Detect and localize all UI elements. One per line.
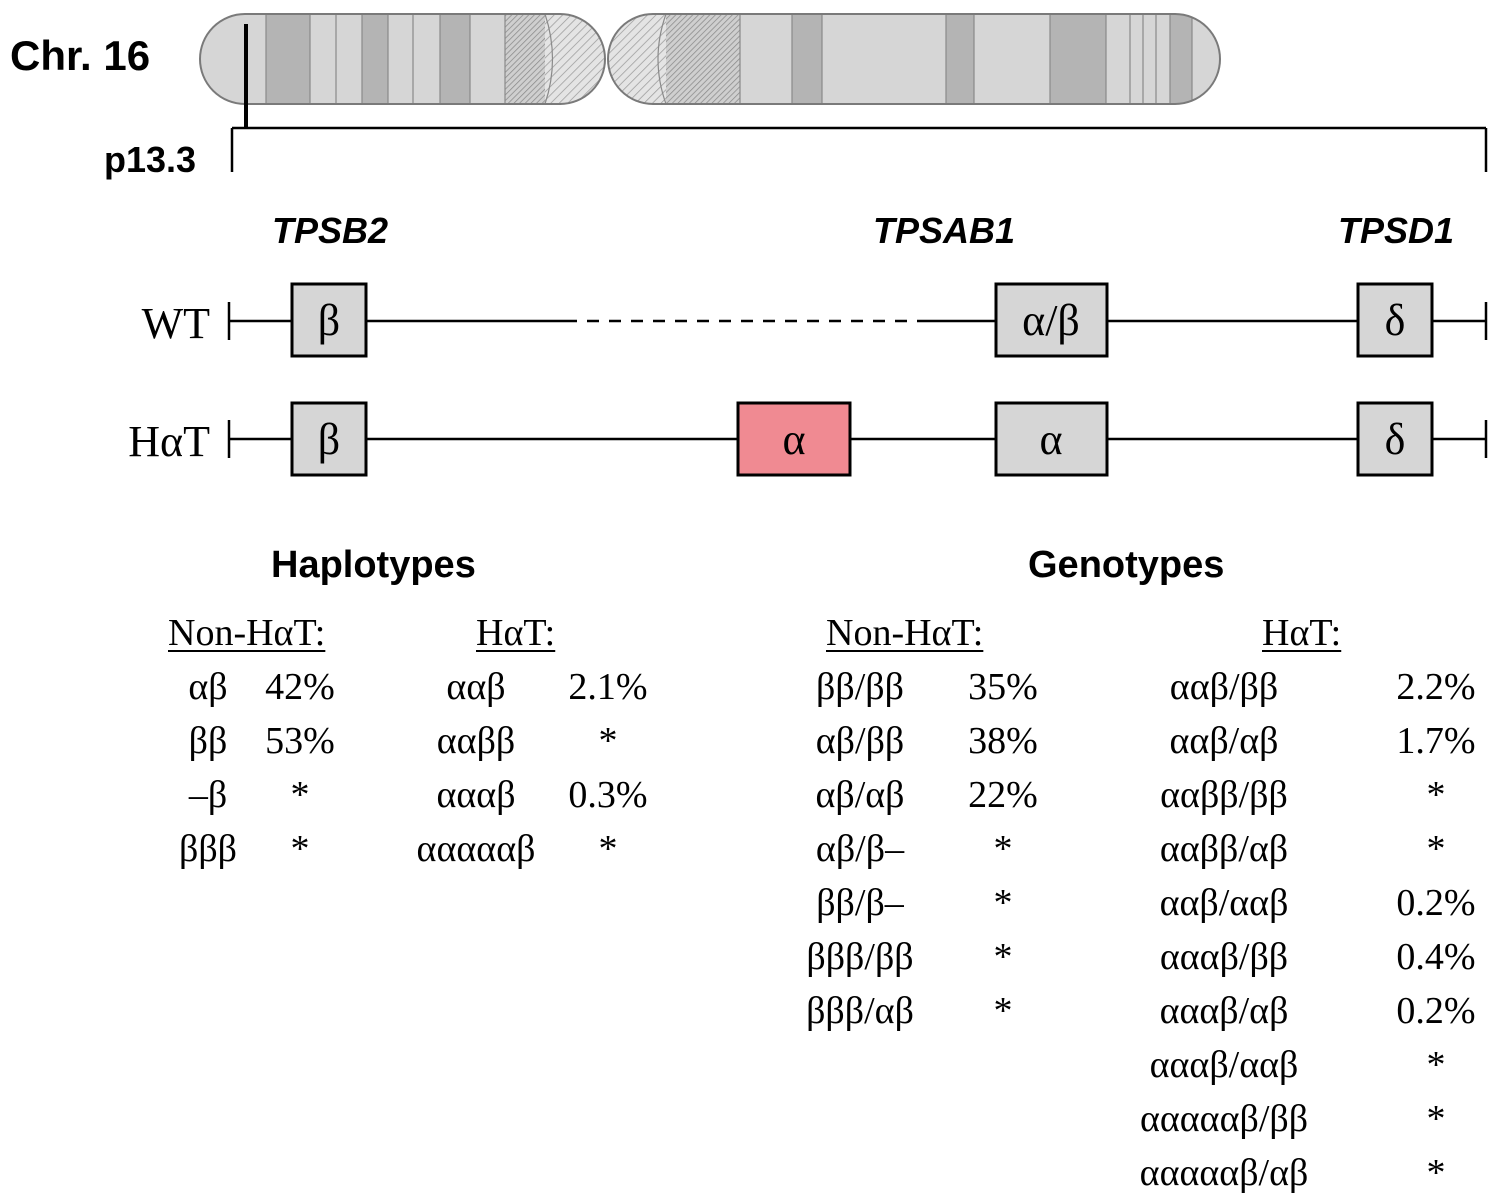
- genotype-hat-value: 2.2%: [1396, 666, 1476, 708]
- haplotypes-title: Haplotypes: [271, 544, 476, 586]
- haplotype-hat-name: ααββ: [436, 720, 516, 762]
- haplotypes-hat-header: HαT:: [476, 612, 556, 654]
- genotype-hat-name: αααβ/ααβ: [1149, 1044, 1299, 1086]
- hat-gene-box-tpsb2: [290, 401, 368, 477]
- hat-gene-box-tpsd1: [1356, 401, 1434, 477]
- genotype-hat-value: *: [1426, 1044, 1446, 1086]
- genotypes-title: Genotypes: [1028, 544, 1225, 586]
- genotype-hat-value: 0.2%: [1396, 990, 1476, 1032]
- haplotypes-non-hat-header: Non-HαT:: [168, 612, 326, 654]
- haplotype-hat-value: 2.1%: [568, 666, 648, 708]
- genotype-non-hat-value: *: [993, 936, 1013, 978]
- genotype-hat-name: ααβ/ααβ: [1159, 882, 1289, 924]
- chromosome-q-arm: [608, 14, 1220, 104]
- genotype-non-hat-name: βββ/ββ: [806, 936, 914, 978]
- wt-gene-box-tpsb2: [290, 282, 368, 358]
- genotype-non-hat-value: 35%: [968, 666, 1038, 708]
- genotype-non-hat-name: ββ/ββ: [816, 666, 904, 708]
- haplotype-hat-name: αααααβ: [416, 828, 536, 870]
- wt-gene-box-tpsd1: [1356, 282, 1434, 358]
- gene-label-tpsab1: TPSAB1: [873, 210, 1015, 251]
- genotype-non-hat-name: αβ/β–: [815, 828, 905, 870]
- genotype-hat-value: 0.2%: [1396, 882, 1476, 924]
- wt-gene-box-tpsab1-label: α/β: [1022, 296, 1080, 345]
- genotype-hat-name: αααααβ/ββ: [1139, 1098, 1309, 1140]
- genotype-hat-name: ααββ/ββ: [1160, 774, 1288, 816]
- haplotype-hat-value: *: [598, 720, 618, 762]
- haplotype-non-hat-value: *: [290, 774, 310, 816]
- hat-gene-box-tpsab1-label: α: [1039, 415, 1062, 464]
- haplotype-non-hat-name: –β: [188, 774, 228, 816]
- genotype-non-hat-value: *: [993, 828, 1013, 870]
- haplotype-non-hat-name: ββ: [188, 720, 228, 762]
- genotype-non-hat-value: 38%: [968, 720, 1038, 762]
- genotype-hat-value: *: [1426, 1098, 1446, 1140]
- haplotype-non-hat-value: 42%: [265, 666, 335, 708]
- genotype-hat-value: 1.7%: [1396, 720, 1476, 762]
- wt-label: WT: [142, 299, 211, 348]
- genotype-non-hat-name: ββ/β–: [816, 882, 904, 924]
- genotype-hat-name: ααβ/αβ: [1169, 720, 1279, 762]
- haplotype-hat-name: ααβ: [446, 666, 506, 708]
- chromosome-p-arm: [200, 14, 605, 104]
- hat-allele-track: HαT β α α δ: [128, 401, 1488, 477]
- band-label: p13.3: [104, 139, 196, 180]
- genotype-non-hat-value: *: [993, 882, 1013, 924]
- genotype-hat-name: αααααβ/αβ: [1139, 1152, 1309, 1194]
- genotype-non-hat-name: βββ/αβ: [806, 990, 914, 1032]
- genotype-hat-name: αααβ/ββ: [1159, 936, 1289, 978]
- gene-locus-diagram: Chr. 16: [10, 13, 1488, 477]
- hat-duplicated-alpha-label: α: [782, 415, 805, 464]
- haplotype-non-hat-value: 53%: [265, 720, 335, 762]
- genotype-hat-name: ααββ/αβ: [1159, 828, 1289, 870]
- haplotype-hat-value: 0.3%: [568, 774, 648, 816]
- genotype-hat-value: *: [1426, 774, 1446, 816]
- band-bracket: [230, 24, 1488, 172]
- genotypes-hat-header: HαT:: [1262, 612, 1342, 654]
- wt-gene-box-tpsd1-label: δ: [1385, 296, 1406, 345]
- haplotype-non-hat-name: βββ: [178, 828, 238, 870]
- genotype-hat-name: αααβ/αβ: [1159, 990, 1289, 1032]
- wt-allele-track: WT β α/β δ: [142, 282, 1488, 358]
- gene-label-tpsb2: TPSB2: [272, 210, 388, 251]
- wt-gene-box-tpsb2-label: β: [318, 296, 340, 345]
- gene-label-tpsd1: TPSD1: [1338, 210, 1454, 251]
- haplotype-hat-name: αααβ: [436, 774, 516, 816]
- genotype-non-hat-name: αβ/αβ: [815, 774, 905, 816]
- haplotype-non-hat-value: *: [290, 828, 310, 870]
- genotype-hat-value: *: [1426, 828, 1446, 870]
- hat-gene-box-tpsab1: [994, 401, 1109, 477]
- hat-gene-box-tpsd1-label: δ: [1385, 415, 1406, 464]
- genotype-non-hat-value: 22%: [968, 774, 1038, 816]
- genotype-hat-value: *: [1426, 1152, 1446, 1194]
- chromosome-label: Chr. 16: [10, 32, 150, 79]
- genotype-hat-value: 0.4%: [1396, 936, 1476, 978]
- haplotype-hat-value: *: [598, 828, 618, 870]
- hat-label: HαT: [128, 417, 210, 466]
- genotype-non-hat-value: *: [993, 990, 1013, 1032]
- hat-gene-box-tpsb2-label: β: [318, 415, 340, 464]
- hat-duplicated-alpha-box: [736, 401, 852, 477]
- haplotype-non-hat-name: αβ: [188, 666, 228, 708]
- wt-gene-box-tpsab1: [994, 282, 1109, 358]
- genotypes-non-hat-header: Non-HαT:: [826, 612, 984, 654]
- genotype-hat-name: ααβ/ββ: [1169, 666, 1279, 708]
- genotype-non-hat-name: αβ/ββ: [815, 720, 905, 762]
